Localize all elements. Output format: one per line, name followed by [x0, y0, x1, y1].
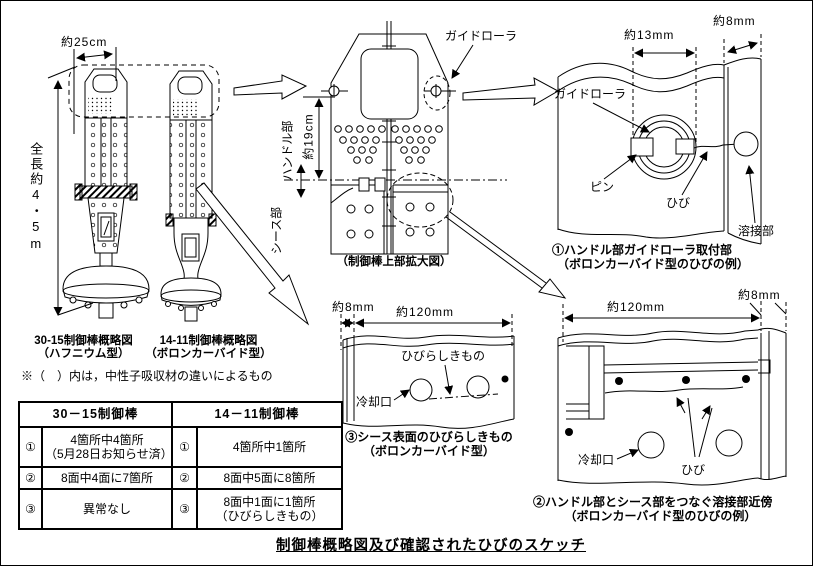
cooling-port-label-d3: 冷却口: [356, 395, 393, 409]
result-cell: 8面中1面に1箇所（ひびらしきもの）: [196, 488, 343, 530]
row-number: ③: [18, 488, 43, 530]
rod2-caption: 14-11制御棒概略図: [159, 335, 258, 347]
detail2-caption-line2: （ボロンカーバイド型のひびの例）: [564, 509, 757, 523]
result-line: 8面中4面に7箇所: [60, 470, 154, 485]
weld-label: 溶接部: [738, 224, 775, 238]
result-cell: 4箇所中4箇所（5月28日お知らせ済）: [41, 426, 173, 468]
result-line: （ひびらしきもの）: [215, 509, 324, 523]
table-row: ② 8面中4面に7箇所 ② 8面中5面に8箇所: [18, 466, 343, 490]
result-cell: 4箇所中1箇所: [196, 426, 343, 468]
detail1-caption-line2: （ボロンカーバイド型のひびの例）: [557, 257, 749, 271]
row-number: ①: [171, 426, 198, 468]
table-row: ① 4箇所中4箇所（5月28日お知らせ済） ① 4箇所中1箇所: [18, 426, 343, 468]
row-number: ①: [18, 426, 43, 468]
row-number: ③: [171, 488, 198, 530]
guide-roller-label-d1: ガイドローラ: [554, 87, 627, 101]
result-line: 4箇所中1箇所: [232, 439, 307, 454]
crack-like-line: [428, 393, 499, 400]
result-line: （5月28日お知らせ済）: [45, 447, 173, 461]
overview-dimensions: [47, 47, 220, 316]
rod1-type: （ハフニウム型）: [37, 348, 130, 360]
crack-label-d2: ひび: [681, 463, 706, 477]
rod-30-15-drawing: [62, 68, 150, 319]
result-cell: 8面中4面に7箇所: [41, 466, 173, 490]
detail1-drawing: [557, 34, 762, 245]
dim-label-total-length: 全長約4・5m: [28, 142, 44, 253]
row-number: ②: [171, 466, 198, 490]
table-header-14-11: 14－11制御棒: [171, 401, 343, 428]
detail1-caption-line1: ①ハンドル部ガイドローラ取付部: [552, 243, 733, 257]
detail3-caption-line1: ③シース表面のひびらしきもの: [345, 430, 513, 444]
dim-label-13mm: 約13mm: [624, 28, 675, 42]
row-number: ②: [18, 466, 43, 490]
handle-holes: [334, 125, 443, 164]
rod1-caption: 30-15制御棒概略図: [34, 335, 133, 347]
dim-label-8mm-d2: 約8mm: [738, 288, 781, 302]
arrow-enlarged-to-detail1: [462, 77, 560, 106]
note-text: ※（ ）内は，中性子吸収材の違いによるもの: [21, 369, 273, 383]
result-line: 4箇所中4箇所: [70, 432, 144, 447]
arrow-rods-to-enlarged: [233, 74, 308, 100]
dim-label-25cm: 約25cm: [61, 35, 108, 49]
handle-section-label: ハンドル部: [280, 120, 295, 181]
inspection-table: 30－15制御棒 14－11制御棒 ① 4箇所中4箇所（5月28日お知らせ済） …: [18, 401, 343, 530]
table-row: ③ 異常なし ③ 8面中1面に1箇所（ひびらしきもの）: [18, 488, 343, 530]
guide-roller-dashed-circle: [423, 75, 451, 111]
dim-label-120mm-d3: 約120mm: [396, 305, 455, 319]
detail2-caption-line1: ②ハンドル部とシース部をつなぐ溶接部近傍: [533, 495, 773, 509]
crack-line-detail1: [693, 143, 740, 149]
result-cell: 異常なし: [41, 488, 173, 530]
dim-label-8mm-d3: 約8mm: [332, 300, 375, 314]
sheath-section-label: シース部: [269, 206, 284, 255]
crack-like-label: ひびらしきもの: [401, 349, 486, 363]
crack-line-detail2: [604, 386, 744, 394]
result-line: 8面中1面に1箇所: [223, 494, 316, 509]
table-header-30-15: 30－15制御棒: [18, 401, 173, 428]
dim-label-8mm-d1: 約8mm: [713, 14, 756, 28]
connector-arrows: [195, 74, 567, 326]
result-cell: 8面中5面に8箇所: [196, 466, 343, 490]
crack-label-d1: ひび: [666, 196, 691, 210]
detail3-caption-line2: （ボロンカーバイド型）: [363, 444, 495, 458]
result-line: 8面中5面に8箇所: [223, 470, 316, 485]
enlarged-view-caption: （制御棒上部拡大図）: [336, 256, 452, 268]
rod2-type: （ボロンカーバイド型）: [145, 348, 272, 360]
arrow-enlarged-to-detail2: [538, 278, 567, 299]
guide-roller-label-enlarged: ガイドローラ: [445, 29, 518, 43]
page-title: 制御棒概略図及び確認されたひびのスケッチ: [276, 538, 586, 554]
weld-area-dashed-circle: [386, 172, 454, 228]
dim-label-19cm: 約19cm: [301, 113, 316, 160]
result-line: 異常なし: [82, 501, 131, 516]
detail2-drawing: [557, 301, 787, 486]
dim-label-120mm-d2: 約120mm: [607, 300, 666, 314]
enlarged-top-view: [284, 21, 507, 255]
pin-label: ピン: [590, 180, 615, 194]
detail3-drawing: [340, 314, 515, 429]
arrow-rod-to-detail3: [195, 182, 310, 326]
rod-14-11-drawing: [160, 70, 222, 322]
cooling-port-label-d2: 冷却口: [578, 453, 615, 467]
